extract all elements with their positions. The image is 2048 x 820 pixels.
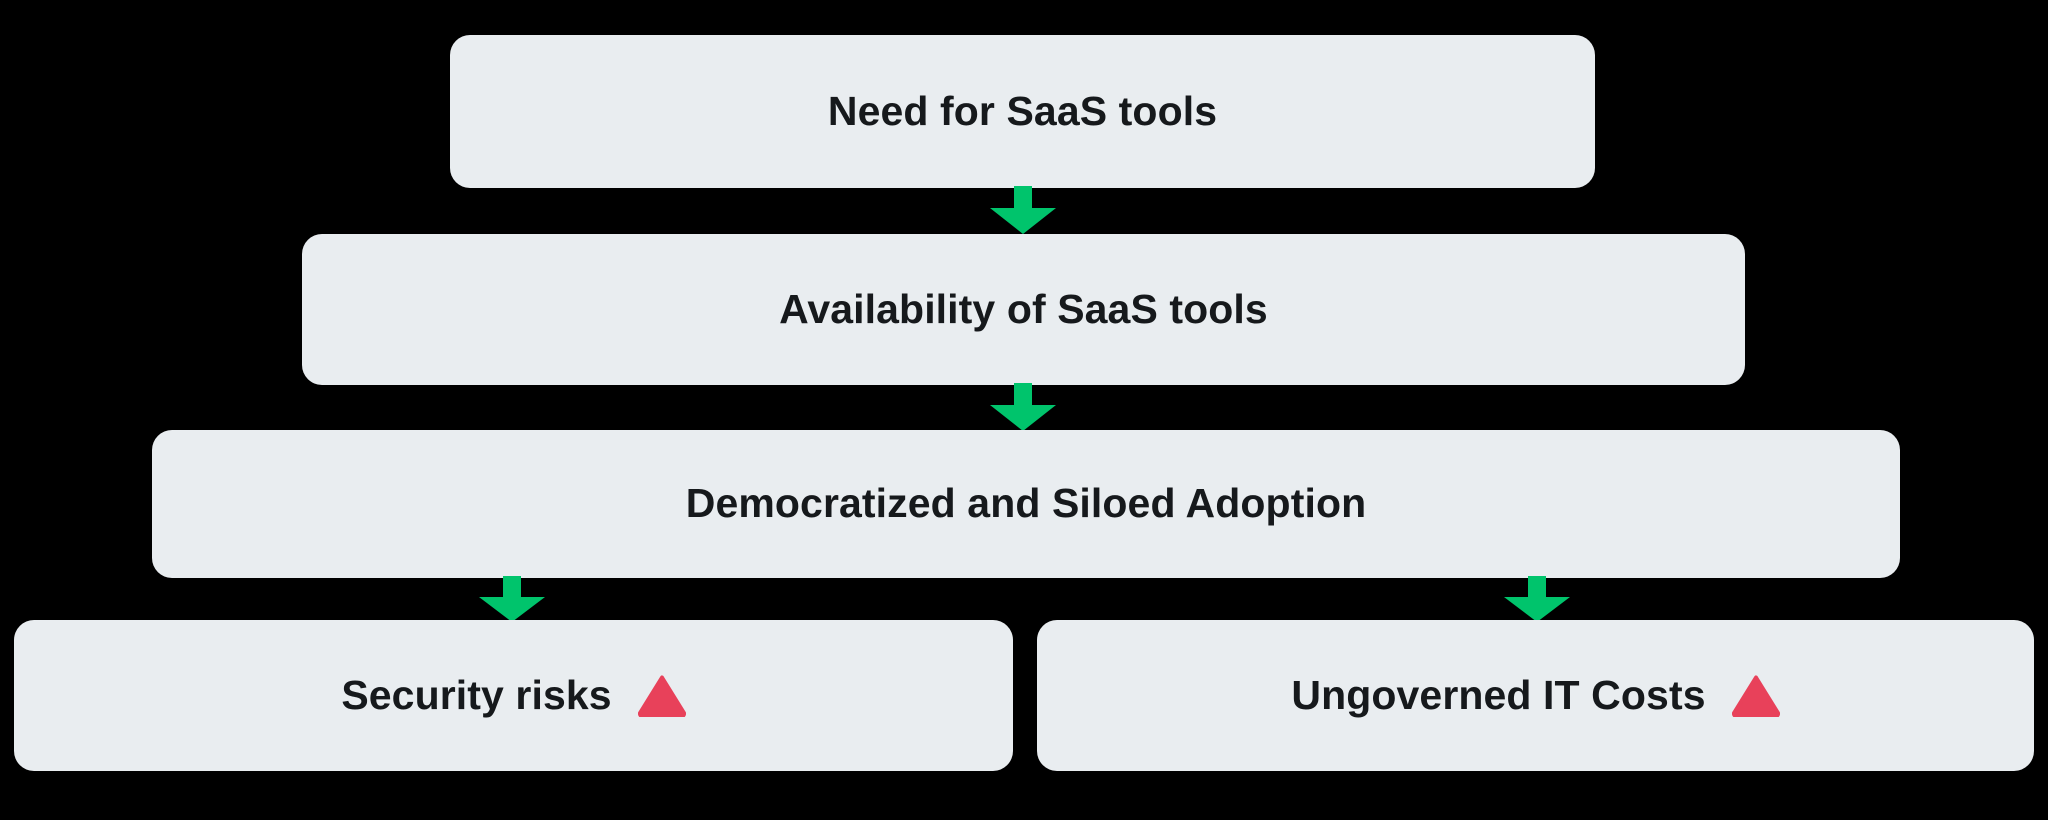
flow-node-label: Security risks xyxy=(341,671,612,718)
arrow-down-icon-adoption-to-security xyxy=(479,576,545,622)
warning-triangle-icon xyxy=(1731,675,1780,717)
flow-node-label: Need for SaaS tools xyxy=(827,87,1218,134)
arrow-down-icon-adoption-to-costs xyxy=(1504,576,1570,622)
flow-node-label: Ungoverned IT Costs xyxy=(1291,671,1706,718)
arrow-down-icon-availability-to-adoption xyxy=(990,383,1056,431)
flow-node-availability[interactable]: Availability of SaaS tools xyxy=(302,234,1745,385)
flow-node-label: Availability of SaaS tools xyxy=(779,285,1268,332)
flow-node-need[interactable]: Need for SaaS tools xyxy=(450,35,1595,188)
warning-triangle-icon xyxy=(637,675,686,717)
flow-node-security[interactable]: Security risks xyxy=(14,620,1013,771)
flow-node-adoption[interactable]: Democratized and Siloed Adoption xyxy=(152,430,1900,578)
flow-node-label: Democratized and Siloed Adoption xyxy=(685,480,1367,527)
arrow-down-icon-need-to-availability xyxy=(990,186,1056,234)
flow-node-costs[interactable]: Ungoverned IT Costs xyxy=(1037,620,2034,771)
